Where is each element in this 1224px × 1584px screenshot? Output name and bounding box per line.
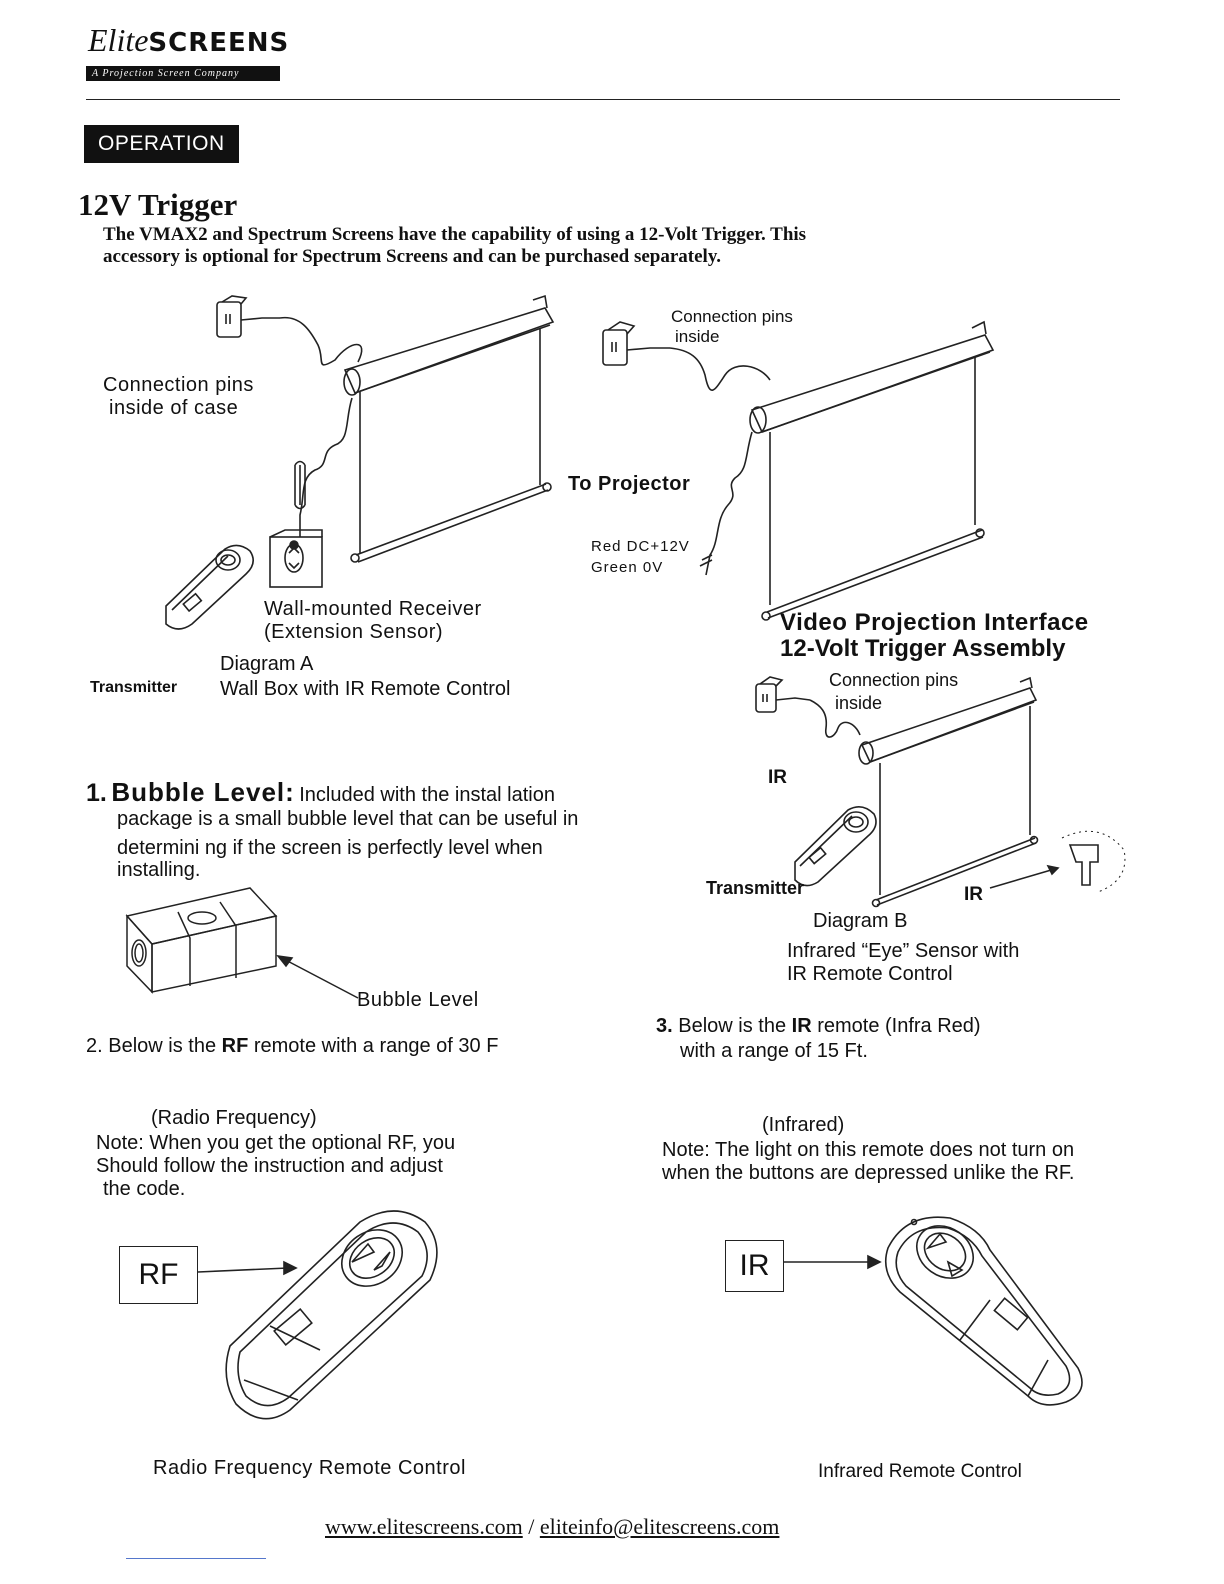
bubble-level-text-l2: package is a small bubble level that can…	[117, 808, 579, 830]
diagram-b-transmitter-label: Transmitter	[706, 878, 805, 898]
ir-label-box: IR	[725, 1240, 784, 1292]
rf-label-box: RF	[119, 1246, 198, 1304]
email-link[interactable]: eliteinfo@elitescreens.com	[539, 1514, 780, 1539]
diagram-b-label: Diagram B	[813, 910, 908, 932]
ir-description: 3. Below is the IR remote (Infra Red)	[656, 1015, 981, 1037]
brand-logo: EliteSCREENS	[88, 22, 289, 59]
rf-note: Note: When you get the optional RF, you …	[96, 1132, 456, 1200]
ir-range: with a range of 15 Ft.	[680, 1040, 868, 1062]
rf-description: 2. Below is the RF remote with a range o…	[86, 1035, 499, 1057]
footer-separator: /	[522, 1514, 540, 1539]
ir-remote-caption: Infrared Remote Control	[818, 1461, 1022, 1482]
diagram-b-ir-right-label: IR	[964, 884, 983, 905]
diagram-b-ir-top-label: IR	[768, 767, 787, 788]
bubble-level-text-l4: installing.	[117, 859, 201, 881]
footer: www.elitescreens.com / eliteinfo@elitesc…	[325, 1514, 779, 1540]
diagram-a-connection-pins-label: Connection pins inside of case	[103, 374, 254, 419]
bubble-level-label: Bubble Level	[357, 989, 479, 1011]
bubble-level-heading: Bubble Level:	[111, 777, 295, 807]
website-link[interactable]: www.elitescreens.com	[325, 1514, 523, 1539]
page-title: 12V Trigger	[78, 187, 238, 222]
diagram-a-caption: Wall Box with IR Remote Control	[220, 678, 511, 700]
rf-subtitle: (Radio Frequency)	[151, 1107, 317, 1129]
red-wire-label: Red DC+12V	[591, 538, 690, 555]
bubble-level-heading-line: 1. Bubble Level: Included with the insta…	[86, 777, 555, 808]
footer-rule	[126, 1558, 266, 1559]
section-tag: OPERATION	[84, 125, 239, 163]
vpi-title: Video Projection Interface 12-Volt Trigg…	[780, 609, 1089, 662]
bubble-level-text-l3: determini ng if the screen is perfectly …	[117, 837, 543, 859]
brand-tagline: A Projection Screen Company	[86, 66, 280, 81]
vpi-connection-pins-label: Connection pins inside	[671, 307, 793, 346]
ir-note: Note: The light on this remote does not …	[662, 1139, 1075, 1184]
green-wire-label: Green 0V	[591, 559, 664, 576]
header-divider	[86, 99, 1120, 100]
diagram-a-transmitter-label: Transmitter	[90, 679, 178, 696]
intro-paragraph: The VMAX2 and Spectrum Screens have the …	[103, 224, 807, 267]
logo-elite-text: Elite	[88, 22, 149, 58]
diagram-b-connection-pins-label: Connection pins inside	[829, 670, 959, 713]
to-projector-label: To Projector	[568, 473, 691, 495]
bubble-level-number: 1.	[86, 779, 107, 807]
diagram-a-label: Diagram A	[220, 653, 314, 675]
diagram-b-caption: Infrared “Eye” Sensor with IR Remote Con…	[787, 940, 1020, 985]
rf-remote-caption: Radio Frequency Remote Control	[153, 1457, 466, 1479]
logo-screens-text: SCREENS	[148, 28, 290, 58]
bubble-level-text-l1: Included with the instal lation	[299, 784, 555, 806]
wall-receiver-label: Wall-mounted Receiver (Extension Sensor)	[264, 598, 482, 643]
ir-subtitle: (Infrared)	[762, 1114, 845, 1136]
